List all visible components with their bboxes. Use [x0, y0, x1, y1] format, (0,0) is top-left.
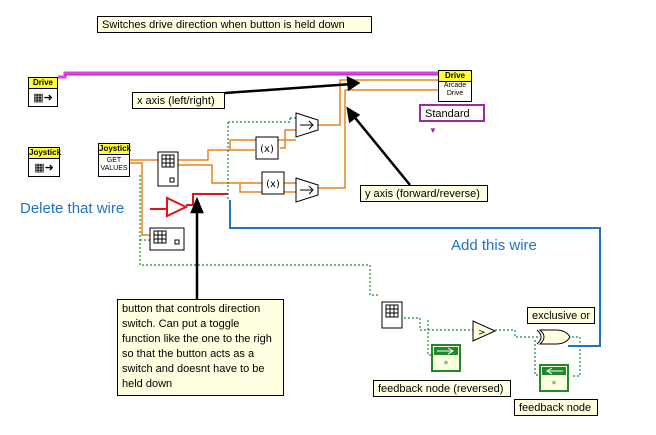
drive-mode-value: Standard	[425, 108, 470, 120]
title-note: Switches drive direction when button is …	[97, 16, 372, 33]
joystick-get-values-line1: GET	[106, 157, 122, 164]
exclusive-or-label: exclusive or	[527, 307, 595, 324]
arcade-drive-line2: Drive	[446, 90, 464, 97]
red-not-primitive	[166, 196, 189, 218]
arcade-drive-line1: Arcade	[443, 82, 467, 89]
joystick-reference-block[interactable]: Joystick ▦➜	[28, 147, 62, 177]
arcade-drive-header: Drive	[439, 71, 471, 82]
feedback-node-reversed: *	[431, 344, 461, 372]
y-axis-note: y axis (forward/reverse)	[360, 185, 488, 202]
x-axis-note: x axis (left/right)	[132, 92, 225, 109]
index-array-icon-2	[149, 227, 185, 251]
svg-text:*: *	[444, 360, 449, 370]
annotation-arrows	[190, 75, 411, 300]
add-wire-instruction: Add this wire	[451, 237, 537, 254]
svg-text:(x): (x)	[266, 179, 280, 190]
not-primitive: >	[472, 320, 497, 342]
feedback-node-reversed-label: feedback node (reversed)	[373, 380, 511, 397]
delete-wire-instruction: Delete that wire	[20, 200, 125, 217]
drive-reference-label: Drive	[29, 78, 57, 89]
index-array-icon-3	[381, 301, 403, 329]
red-wire-to-delete	[150, 193, 228, 210]
select-node-2	[295, 177, 319, 203]
svg-text:*: *	[552, 380, 557, 390]
drive-reference-icon: ▦➜	[33, 92, 53, 104]
joystick-value-wires	[130, 79, 438, 236]
svg-text:>: >	[478, 328, 486, 338]
multiply-node-2: (x)	[261, 171, 285, 195]
joystick-get-values-line2: VALUES	[100, 165, 128, 172]
select-node-1	[295, 112, 319, 138]
multiply-node-1: (x)	[255, 136, 279, 160]
arcade-drive-vi[interactable]: Drive Arcade Drive	[438, 70, 472, 102]
feedback-node-label: feedback node	[514, 399, 598, 416]
drive-mode-enum[interactable]: Standard ▼	[419, 104, 485, 135]
svg-text:(x): (x)	[260, 144, 274, 155]
index-array-icon-1	[157, 151, 179, 187]
xor-primitive	[536, 329, 571, 345]
blue-wire-to-add	[229, 200, 601, 347]
boolean-wires	[139, 117, 581, 377]
feedback-node: *	[539, 364, 569, 392]
joystick-get-values-vi[interactable]: Joystick GET VALUES	[98, 143, 132, 177]
joystick-get-values-header: Joystick	[99, 144, 132, 155]
drive-reference-block[interactable]: Drive ▦➜	[28, 77, 58, 107]
joystick-reference-label: Joystick	[29, 148, 62, 159]
button-note: button that controls direction switch. C…	[117, 299, 284, 396]
dropdown-arrow-icon[interactable]: ▼	[429, 126, 437, 135]
joystick-reference-icon: ▦➜	[34, 162, 54, 174]
